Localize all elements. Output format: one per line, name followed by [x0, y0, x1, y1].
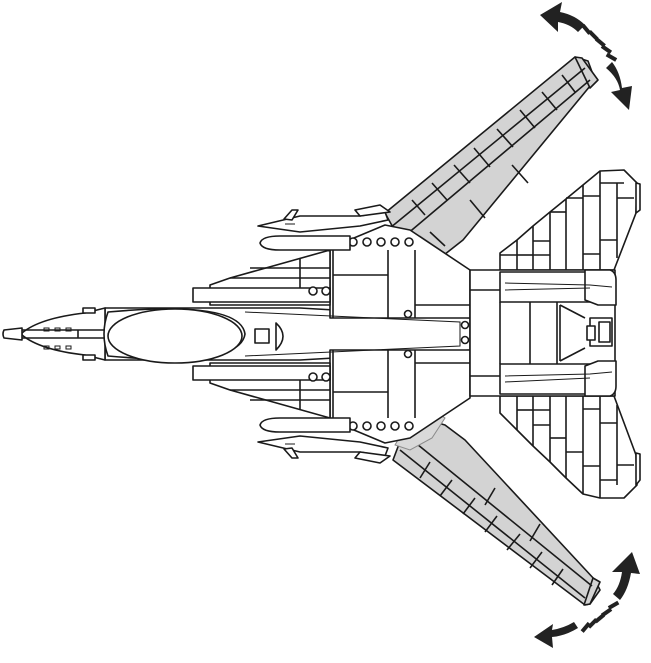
wing-sweep-arrow-bottom [534, 552, 640, 648]
nose [2, 307, 106, 361]
wing-sweep-arrow-top [540, 2, 632, 110]
engine-section [469, 269, 617, 397]
upper-missile [257, 204, 391, 251]
lower-stud-row [308, 372, 414, 431]
upper-tail-stabilizer [499, 169, 641, 271]
lower-engine-nozzle [504, 360, 617, 397]
cockpit-canopy [103, 308, 246, 364]
lower-missile [257, 417, 391, 464]
nose-detail-marks [43, 327, 72, 350]
upper-engine-nozzle [504, 269, 617, 306]
lower-tail-stabilizer [499, 395, 641, 499]
